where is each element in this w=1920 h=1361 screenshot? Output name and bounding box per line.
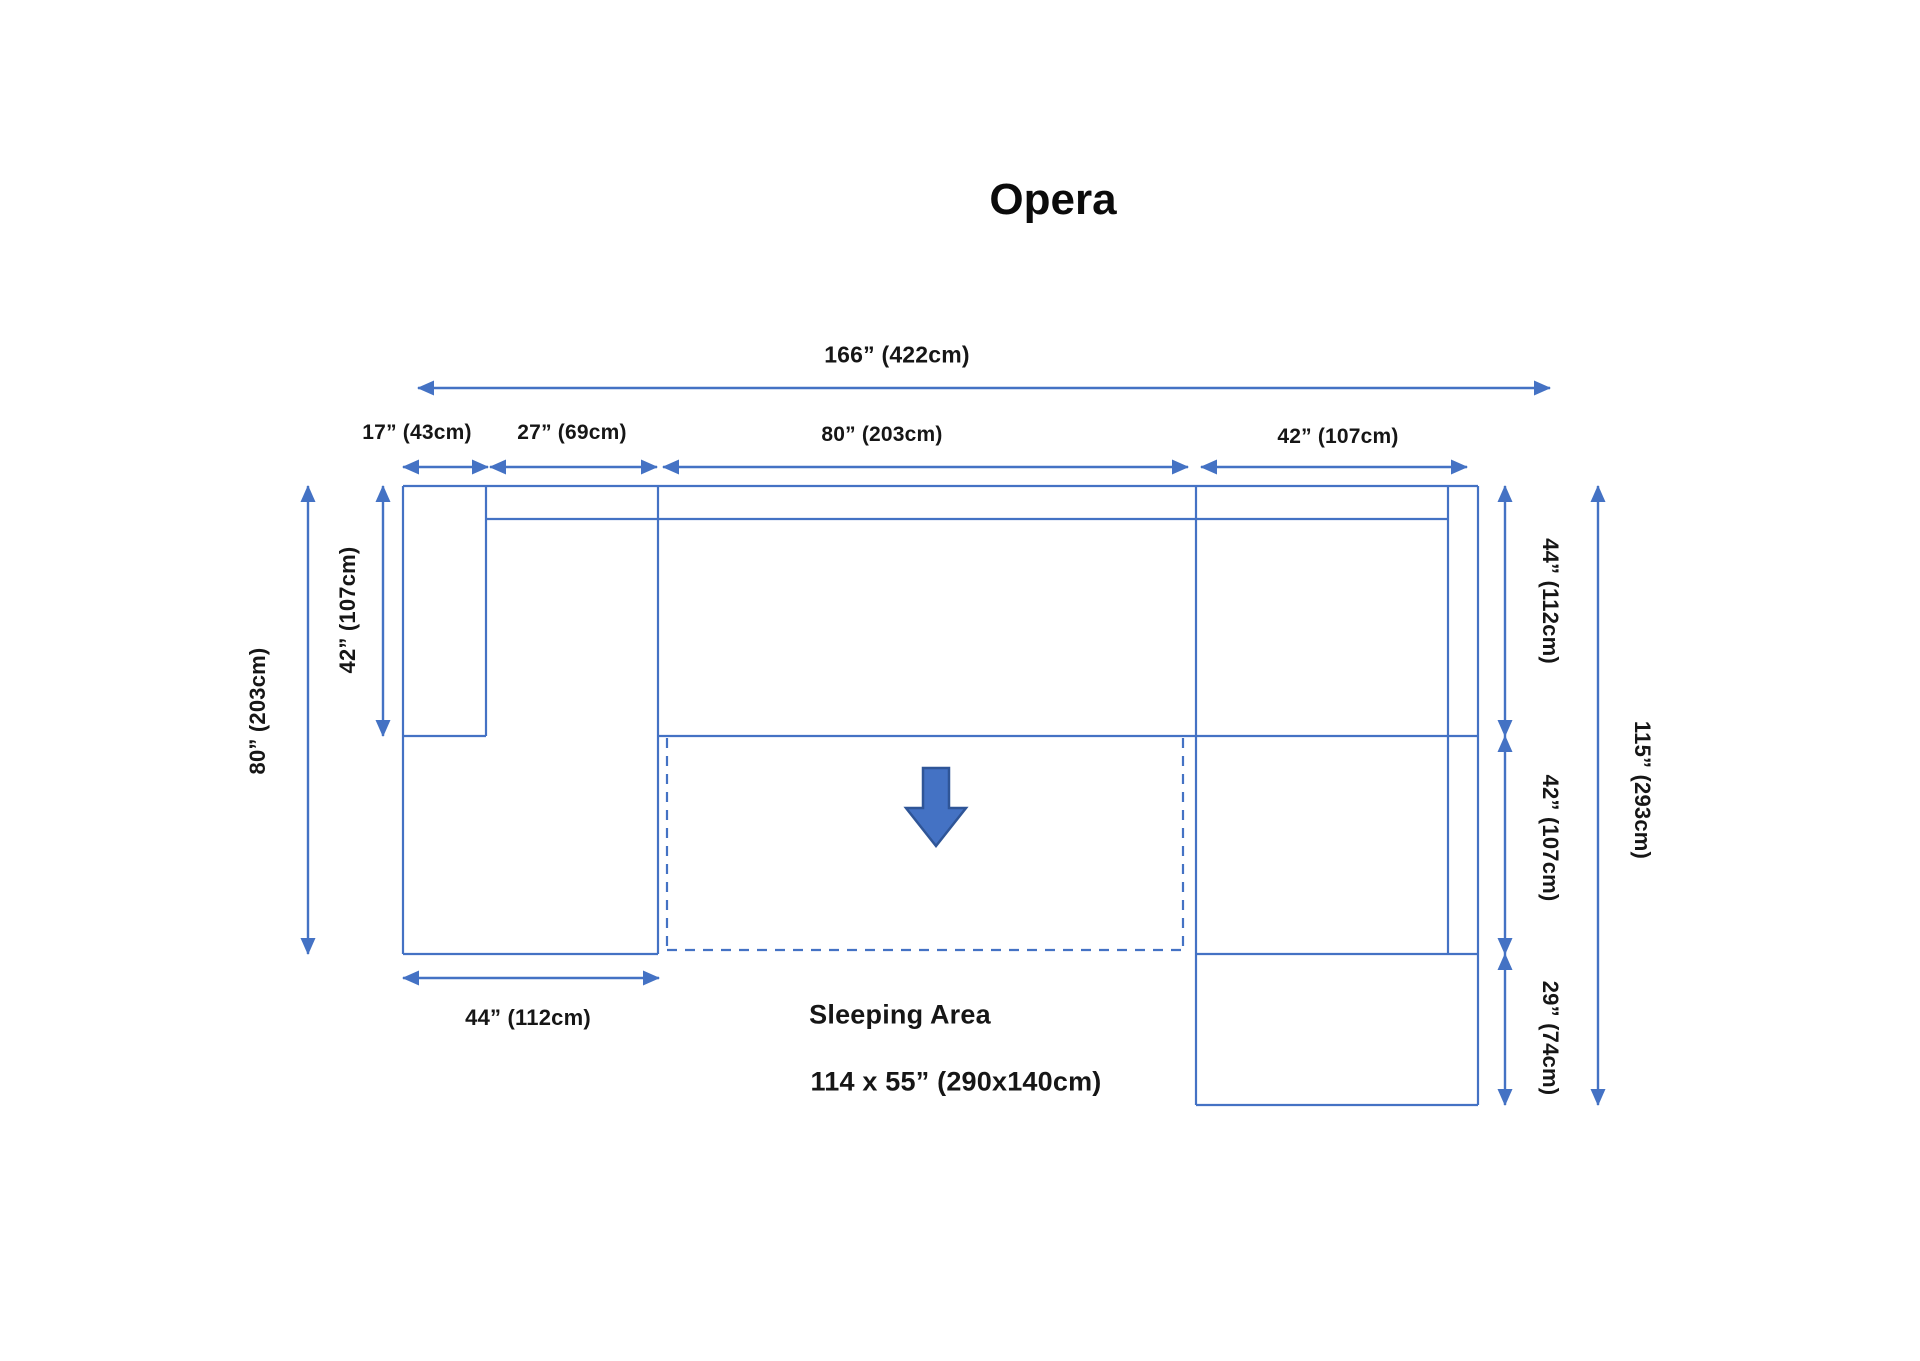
dim-label-left-total-depth: 80” (203cm) [245, 647, 270, 775]
sofa-outline [401, 484, 1480, 1107]
diagram-title: Opera [989, 175, 1117, 224]
dim-label-right-total-depth: 115” (293cm) [1630, 720, 1655, 860]
dim-label-seg-middle: 80” (203cm) [821, 423, 943, 446]
dim-label-left-arm-length: 42” (107cm) [335, 546, 360, 674]
sleeping-area-label: Sleeping Area [809, 999, 991, 1030]
down-arrow-icon [903, 766, 969, 849]
dim-label-right-middle-depth: 42” (107cm) [1538, 774, 1563, 902]
sleeping-area-size-label: 114 x 55” (290x140cm) [810, 1066, 1102, 1097]
dim-label-seg-arm: 17” (43cm) [362, 421, 472, 444]
dim-label-seg-right: 42” (107cm) [1277, 425, 1399, 448]
dim-label-seg-chaise: 27” (69cm) [517, 421, 627, 444]
dimension-arrows [300, 380, 1606, 1106]
dim-label-right-upper-depth: 44” (112cm) [1538, 538, 1563, 664]
dim-label-chaise-width: 44” (112cm) [465, 1005, 591, 1030]
sleeping-area-dashed-outline [665, 738, 1185, 952]
dim-label-total-width: 166” (422cm) [824, 341, 970, 368]
dim-label-right-ottoman-depth: 29” (74cm) [1538, 980, 1563, 1096]
